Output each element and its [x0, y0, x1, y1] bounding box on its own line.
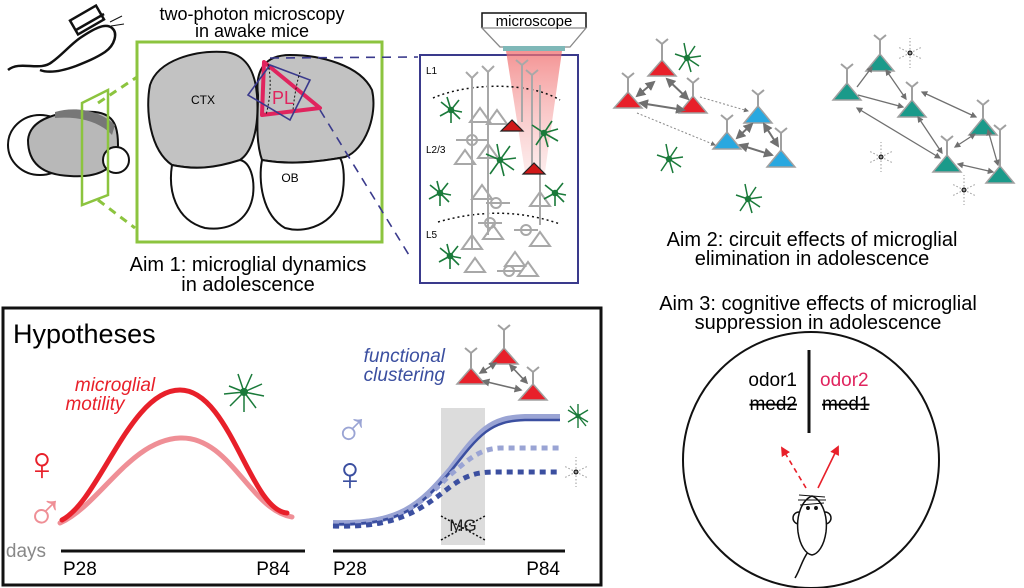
sagittal-brain-icon — [7, 87, 130, 207]
teal-neuron — [831, 81, 863, 101]
microglia-icon — [674, 42, 702, 73]
aim1-title-line1: two-photon microscopy — [159, 4, 344, 24]
laser-beam — [506, 51, 562, 172]
clustering-curves — [332, 414, 560, 529]
solid-choice-arrow — [817, 445, 839, 489]
red-neuron — [677, 94, 709, 114]
clustered-neuron-trio — [455, 324, 549, 401]
mouse-top-view-icon — [792, 494, 832, 579]
teal-neuron — [931, 153, 963, 173]
right-med-label: med1 — [822, 394, 870, 415]
motility-label-line1: microglial — [75, 375, 156, 396]
aim3-caption-line2: suppression in adolescence — [695, 312, 942, 334]
hypotheses-title: Hypotheses — [13, 319, 156, 349]
microscope-objective-icon — [480, 12, 588, 51]
clustering-label-line2: clustering — [364, 365, 446, 386]
teal-neuron — [967, 116, 999, 136]
zoom-line-blue-top — [269, 56, 419, 59]
right-odor-label: odor2 — [820, 370, 869, 391]
teal-neuron — [896, 98, 928, 118]
male-symbol-light-blue: ♂ — [334, 404, 370, 457]
aim1-caption-line1: Aim 1: microglial dynamics — [130, 254, 367, 276]
blue-neuron — [742, 104, 774, 124]
x-start-label-clustering: P28 — [333, 559, 367, 580]
region-pl-label: PL — [272, 88, 294, 108]
motility-curve-female — [59, 387, 290, 523]
microglia-icon — [485, 143, 517, 177]
clustering-label-line1: functional — [364, 346, 446, 367]
circuit-without-microglia — [831, 34, 1016, 205]
region-ctx-label: CTX — [191, 93, 215, 107]
left-odor-label: odor1 — [748, 370, 797, 391]
layer-label-l5: L5 — [426, 230, 438, 241]
arena-circle — [682, 331, 940, 588]
microglia-icon — [567, 404, 589, 428]
clustering-curve-female-depleted — [332, 469, 560, 529]
microglia-cells-layer-panel — [428, 96, 567, 269]
teal-neuron — [984, 164, 1016, 184]
microscope-label: microscope — [496, 13, 573, 30]
microglia-icon — [439, 96, 463, 123]
zoom-line-top — [97, 73, 141, 105]
blue-neuron — [711, 130, 743, 150]
blue-neuron — [765, 148, 797, 168]
days-label: days — [6, 541, 46, 562]
region-ob-label: OB — [281, 171, 298, 185]
red-imaged-neurons — [499, 119, 547, 175]
mg-crossed-out-label: MG — [440, 515, 486, 541]
layer-label-l1: L1 — [426, 66, 438, 77]
coronal-brain-section — [147, 50, 375, 231]
pl-region-marker — [246, 60, 322, 122]
microglia-icon — [223, 373, 265, 412]
female-symbol-red: ♀ — [24, 438, 60, 491]
left-med-label: med2 — [749, 394, 797, 415]
circuit-with-microglia — [612, 38, 797, 214]
svg-text:MG: MG — [449, 516, 476, 535]
zoom-line-bottom — [97, 198, 136, 230]
aim1-caption-line2: in adolescence — [181, 274, 314, 296]
microglia-icon — [543, 182, 567, 206]
suppressed-microglia-icon — [951, 175, 977, 205]
dashed-choice-arrow — [781, 446, 807, 489]
x-end-label-clustering: P84 — [526, 559, 560, 580]
female-symbol-dark-blue: ♀ — [332, 448, 368, 501]
clustering-curve-male-depleted — [332, 445, 560, 526]
motility-curve-male — [57, 435, 295, 526]
red-neuron — [612, 90, 644, 109]
zoom-line-blue-bottom — [319, 109, 413, 261]
microglia-icon — [735, 183, 763, 214]
microglia-icon — [428, 180, 452, 206]
teal-neuron — [864, 52, 896, 72]
x-end-label-motility: P84 — [256, 559, 290, 580]
layer-label-l23: L2/3 — [426, 145, 446, 156]
microglia-icon — [438, 243, 462, 269]
suppressed-microglia-icon — [897, 38, 923, 68]
motility-curves — [57, 387, 295, 526]
gray-pyramidal-neurons — [453, 59, 552, 277]
aim2-caption-line1: Aim 2: circuit effects of microglial — [667, 229, 958, 251]
aim2-caption-line2: elimination in adolescence — [695, 248, 930, 270]
aim1-title-line2: in awake mice — [195, 21, 309, 41]
suppressed-microglia-icon — [868, 142, 894, 172]
suppressed-microglia-icon — [563, 457, 589, 487]
layer-boundary-2 — [437, 212, 561, 225]
motility-label-line2: motility — [65, 394, 126, 415]
microglia-icon — [531, 120, 559, 148]
male-symbol-pink: ♂ — [26, 484, 65, 542]
aim3-caption-line1: Aim 3: cognitive effects of microglial — [659, 293, 977, 315]
microglia-icon — [656, 143, 684, 174]
x-start-label-motility: P28 — [63, 559, 97, 580]
head-fixed-mouse-icon — [7, 3, 125, 73]
red-neuron — [646, 58, 678, 77]
